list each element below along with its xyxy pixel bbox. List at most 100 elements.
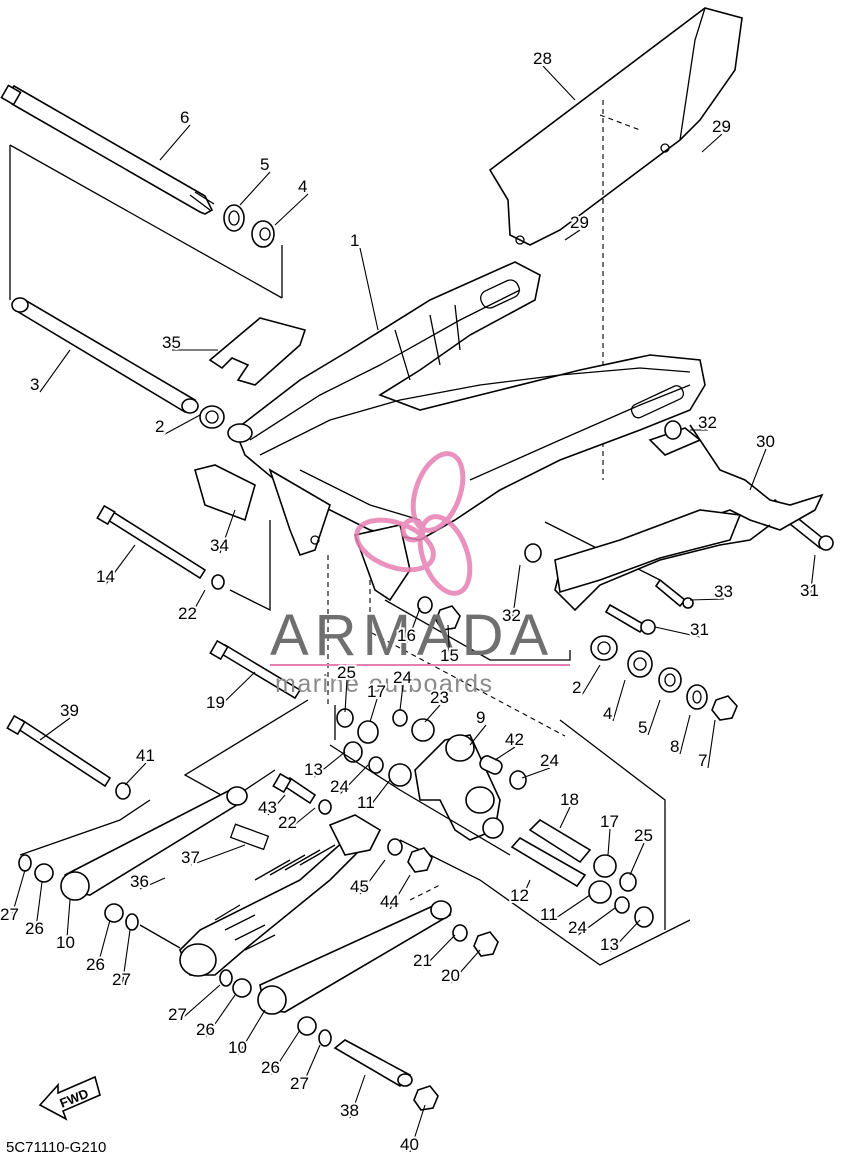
callout-c38: 38 (340, 1101, 359, 1120)
collar-12 (510, 836, 587, 888)
leader-line-c26b (95, 919, 111, 973)
leader-line-c23 (424, 704, 441, 723)
bolt-31-lower (604, 603, 656, 635)
bearing-17-lower (593, 854, 617, 878)
leader-line-c4a (274, 193, 309, 226)
leader-line-c11b (549, 894, 591, 923)
bolt-19 (209, 639, 302, 700)
leader-line-c26c (205, 994, 236, 1038)
leader-line-c31a (809, 554, 816, 599)
callout-c24d: 24 (568, 918, 587, 937)
callout-c28: 28 (533, 49, 552, 68)
leader-line-c27b (121, 929, 131, 988)
oil-seal-27-c (219, 969, 233, 987)
washer-45 (387, 838, 403, 856)
watermark-logo-icon (354, 451, 473, 596)
watermark-tagline: marine outboards (275, 670, 494, 698)
collar-13-upper (343, 741, 363, 763)
callout-c20: 20 (441, 966, 460, 985)
bearing-11-lower (588, 880, 612, 904)
collar-26-a (34, 863, 54, 883)
callout-c3: 3 (30, 375, 39, 394)
bolt-14 (96, 504, 207, 580)
leader-line-c9 (469, 724, 487, 746)
washer-21 (452, 924, 468, 942)
callout-c32a: 32 (698, 413, 717, 432)
callout-c1: 1 (350, 231, 359, 250)
callout-c26a: 26 (25, 919, 44, 938)
washer-24-right (509, 770, 527, 790)
callout-c32b: 32 (502, 606, 521, 625)
callout-c6: 6 (180, 108, 189, 127)
callout-c40: 40 (400, 1135, 419, 1154)
leader-line-c27a (9, 869, 26, 923)
callout-c2b: 2 (572, 678, 581, 697)
leader-line-c45 (359, 859, 386, 895)
leader-line-c13b (609, 919, 641, 953)
leader-line-c19 (215, 671, 256, 711)
callout-c25a: 25 (337, 663, 356, 682)
callout-c14: 14 (96, 567, 115, 586)
callout-c15: 15 (440, 646, 459, 665)
nut-40 (413, 1085, 439, 1111)
washer-4-lower (627, 650, 653, 678)
pivot-shaft-6 (0, 84, 215, 215)
watermark-brand: ARMADA (270, 603, 554, 668)
oil-seal-25-lower (619, 872, 637, 892)
callout-c37: 37 (181, 848, 200, 867)
leader-line-c22b (287, 807, 316, 831)
leader-line-c32b (511, 564, 521, 624)
callout-c23: 23 (430, 688, 449, 707)
leader-line-c24c (339, 764, 369, 795)
collar-5 (223, 204, 245, 232)
callout-c26b: 26 (86, 955, 105, 974)
bolt-33 (654, 578, 694, 609)
callout-c11b: 11 (540, 905, 558, 924)
leader-line-c44 (389, 874, 411, 910)
leader-line-c40 (409, 1104, 426, 1153)
collar-38 (333, 1039, 413, 1088)
collar-32-upper (664, 420, 682, 440)
callout-c41: 41 (136, 746, 155, 765)
leader-line-c34 (219, 509, 236, 554)
washer-8 (686, 684, 708, 710)
relay-arm-9 (414, 734, 504, 841)
callout-c13b: 13 (600, 935, 619, 954)
callout-c11a: 11 (357, 793, 375, 812)
leader-line-c10a (65, 899, 71, 951)
leader-line-c31b (654, 626, 701, 638)
collar-26-d (297, 1016, 317, 1036)
leader-line-c21 (422, 934, 456, 969)
callout-c29a: 29 (712, 117, 731, 136)
bearing-23 (411, 718, 435, 742)
leader-line-c17b (607, 828, 611, 856)
leader-line-c28 (542, 65, 576, 101)
fender-30 (554, 424, 824, 612)
leader-line-c27d (299, 1044, 321, 1092)
callout-c36: 36 (130, 872, 149, 891)
leader-line-c37 (190, 844, 246, 866)
washer-24-upper (392, 709, 408, 727)
leader-line-c16 (406, 607, 421, 644)
callout-c19: 19 (206, 693, 225, 712)
leader-line-c11a (366, 779, 391, 811)
leader-line-c14 (105, 544, 136, 585)
oil-seal-27-b (125, 913, 139, 931)
bearing-2-lower (590, 635, 618, 661)
callout-c16: 16 (397, 626, 416, 645)
oil-seal-27-a (18, 854, 32, 872)
collar-18 (528, 818, 592, 864)
callout-c22b: 22 (278, 813, 297, 832)
leader-line-c26a (34, 881, 43, 937)
callout-c24a: 24 (393, 668, 412, 687)
leader-line-c10b (237, 1009, 266, 1056)
leader-line-c17a (369, 698, 378, 723)
washer-41 (115, 782, 131, 800)
callout-c25b: 25 (634, 826, 653, 845)
callout-c27d: 27 (290, 1074, 309, 1093)
callout-c13a: 13 (304, 760, 323, 779)
callout-c43: 43 (258, 798, 277, 817)
fwd-arrow-icon: FWD (38, 1075, 101, 1121)
collar-42 (479, 755, 503, 775)
rear-arm-1 (227, 261, 706, 602)
